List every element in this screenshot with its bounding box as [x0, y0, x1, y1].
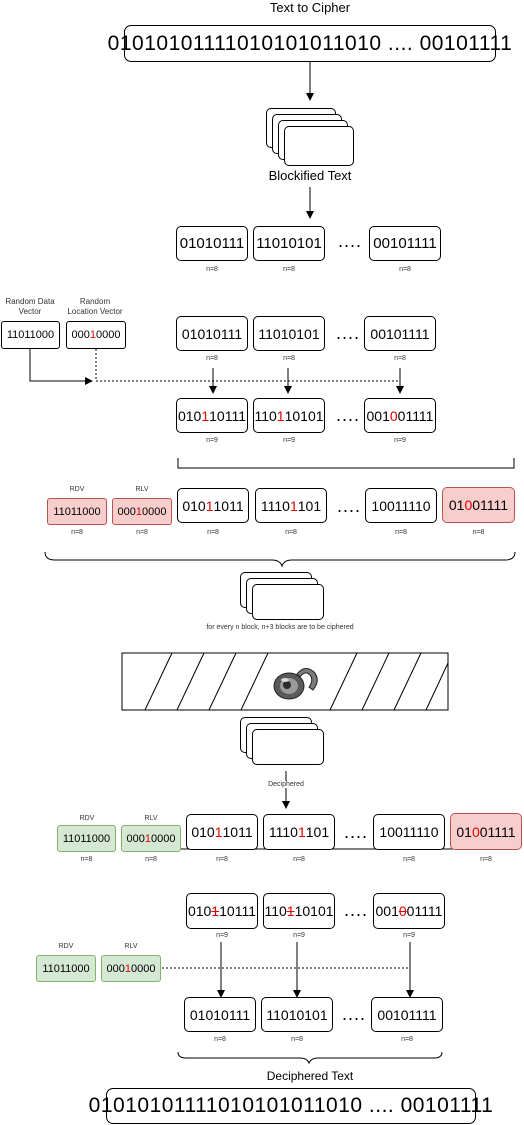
- rlv-label-3: RLV: [124, 943, 138, 950]
- plain-text-box: 01010101111010101011010 .... 00101111: [108, 25, 512, 62]
- random-data-vector-label: Random Data Vector: [5, 297, 55, 316]
- rlv-label: RLV: [135, 486, 149, 493]
- decipher-n-rdv: n=8: [80, 856, 93, 863]
- row3-n-3: n=9: [394, 437, 406, 444]
- brace-result: [177, 1051, 443, 1065]
- text-to-cipher-title: Text to Cipher: [269, 0, 351, 15]
- result-ellipsis: ....: [342, 1004, 367, 1024]
- decipher-n-2: n=8: [293, 856, 305, 863]
- cipher-n-3: n=8: [395, 529, 407, 536]
- rdv-label-2: RDV: [79, 815, 95, 822]
- result-n-3: n=8: [401, 1036, 413, 1043]
- row2-block-1: 01010111: [176, 316, 248, 351]
- row3-n-2: n=9: [283, 437, 295, 444]
- cipher-n-4: n=8: [472, 529, 485, 536]
- row1-n-1: n=8: [206, 266, 218, 273]
- cipher-n-rlv: n=8: [136, 529, 148, 536]
- deciphered-text-box: 01010101111010101011010 .... 00101111: [89, 1088, 493, 1124]
- result-block-3: 00101111: [371, 997, 443, 1032]
- stack-caption: for every n block, n+3 blocks are to be …: [206, 624, 354, 631]
- deciphered-label: Deciphered: [256, 781, 316, 788]
- rdv-label-3: RDV: [58, 943, 74, 950]
- result-n-2: n=8: [291, 1036, 303, 1043]
- result-block-1: 01010111: [184, 997, 256, 1032]
- decipher-n-1: n=8: [216, 856, 228, 863]
- deciphered-text: 01010101111010101011010 .... 00101111: [88, 1094, 494, 1117]
- result-block-2: 11010101: [261, 997, 333, 1032]
- plain-text: 01010101111010101011010 .... 00101111: [107, 31, 513, 55]
- result-rdv: 11011000: [36, 955, 96, 982]
- cipher-n-rdv: n=8: [71, 529, 83, 536]
- decipher-n-4: n=8: [480, 856, 492, 863]
- row1-block-1: 01010111: [176, 226, 248, 261]
- cipher-rdv: 11011000: [47, 498, 107, 525]
- blockified-caption: Blockified Text: [268, 168, 352, 183]
- brace-cipher-row: [44, 551, 516, 568]
- strike-n-1: n=9: [216, 932, 228, 939]
- random-location-vector-label: Random Location Vector: [67, 297, 123, 316]
- rlv-label-2: RLV: [144, 815, 158, 822]
- row1-block-3: 00101111: [369, 226, 441, 261]
- row2-ellipsis: ....: [336, 323, 361, 343]
- row1-n-2: n=8: [283, 266, 295, 273]
- strike-n-2: n=9: [293, 932, 305, 939]
- row1-ellipsis: ....: [338, 231, 363, 251]
- row2-block-3: 00101111: [364, 316, 436, 351]
- row3-n-1: n=9: [206, 437, 218, 444]
- bracket-row3: [177, 458, 515, 469]
- row1-block-2: 11010101: [253, 226, 325, 261]
- row2-block-2: 11010101: [253, 316, 325, 351]
- deciphered-text-title: Deciphered Text: [266, 1069, 354, 1083]
- cipher-n-2: n=8: [285, 529, 297, 536]
- row2-n-1: n=8: [206, 355, 218, 362]
- strike-ellipsis: ....: [344, 900, 369, 920]
- row2-n-3: n=8: [394, 355, 406, 362]
- random-data-vector: 11011000: [1, 321, 60, 349]
- decipher-ellipsis: ....: [344, 822, 369, 842]
- cipher-ellipsis: ....: [337, 496, 362, 516]
- decipher-rdv: 11011000: [57, 825, 116, 852]
- decipher-n-rlv: n=8: [145, 856, 157, 863]
- rdv-connector: [29, 349, 93, 385]
- row2-n-2: n=8: [283, 355, 295, 362]
- rdv-label: RDV: [69, 486, 85, 493]
- lock-icon: [271, 660, 321, 704]
- row1-n-3: n=8: [399, 266, 411, 273]
- cipher-n-1: n=8: [207, 529, 219, 536]
- cipher-block-3: 10011110: [365, 488, 437, 523]
- decipher-n-3: n=8: [403, 856, 415, 863]
- strike-n-3: n=9: [403, 932, 415, 939]
- cipher-hatching: [144, 652, 449, 711]
- row3-ellipsis: ....: [336, 405, 361, 425]
- decipher-block-3: 10011110: [373, 814, 445, 850]
- result-n-1: n=8: [214, 1036, 226, 1043]
